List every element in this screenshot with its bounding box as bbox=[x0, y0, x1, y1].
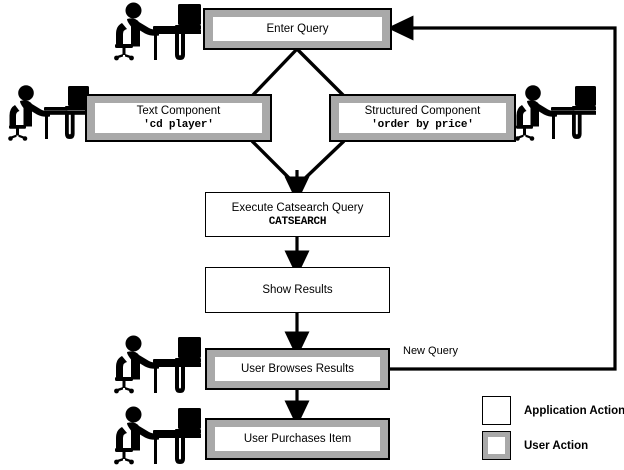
edge-new-query-feedback-loop bbox=[387, 15, 617, 371]
person-at-computer-icon bbox=[114, 406, 201, 465]
node-text-component[interactable]: Text Component 'cd player' bbox=[85, 94, 272, 142]
legend-swatch-user-action bbox=[482, 431, 511, 460]
node-enter-query-label: Enter Query bbox=[266, 23, 329, 35]
edge-structured-component-to-execute bbox=[297, 139, 346, 186]
node-execute-catsearch-query-label: Execute Catsearch Query bbox=[231, 201, 364, 214]
edge-label-new-query: New Query bbox=[403, 345, 459, 357]
node-user-purchases-item[interactable]: User Purchases Item bbox=[205, 418, 390, 460]
node-execute-catsearch-query[interactable]: Execute Catsearch Query CATSEARCH bbox=[205, 192, 390, 237]
edge-text-component-to-execute bbox=[250, 139, 299, 188]
node-text-component-sublabel: 'cd player' bbox=[143, 119, 214, 131]
node-enter-query[interactable]: Enter Query bbox=[203, 8, 392, 50]
edge-enter-query-to-structured-component bbox=[295, 47, 346, 98]
node-show-results[interactable]: Show Results bbox=[205, 267, 390, 313]
legend-label-application-action: Application Action bbox=[524, 404, 624, 417]
legend-item-user-action: User Action bbox=[482, 431, 588, 460]
node-show-results-label: Show Results bbox=[262, 284, 333, 296]
node-user-browses-results-label: User Browses Results bbox=[240, 363, 355, 375]
person-at-computer-icon bbox=[114, 335, 201, 394]
person-at-computer-icon bbox=[8, 85, 89, 141]
person-at-computer-icon bbox=[114, 2, 201, 61]
node-text-component-label: Text Component bbox=[136, 105, 221, 117]
node-user-browses-results[interactable]: User Browses Results bbox=[205, 348, 390, 390]
person-at-computer-icon bbox=[515, 85, 596, 141]
legend-item-application-action: Application Action bbox=[482, 396, 624, 425]
legend-swatch-application-action bbox=[482, 396, 511, 425]
node-structured-component-label: Structured Component bbox=[364, 105, 481, 117]
node-structured-component-sublabel: 'order by price' bbox=[371, 119, 474, 131]
node-user-purchases-item-label: User Purchases Item bbox=[243, 433, 352, 445]
edge-enter-query-to-text-component bbox=[250, 47, 299, 98]
legend-label-user-action: User Action bbox=[524, 439, 589, 452]
node-structured-component[interactable]: Structured Component 'order by price' bbox=[329, 94, 516, 142]
node-execute-catsearch-query-sublabel: CATSEARCH bbox=[268, 215, 327, 228]
